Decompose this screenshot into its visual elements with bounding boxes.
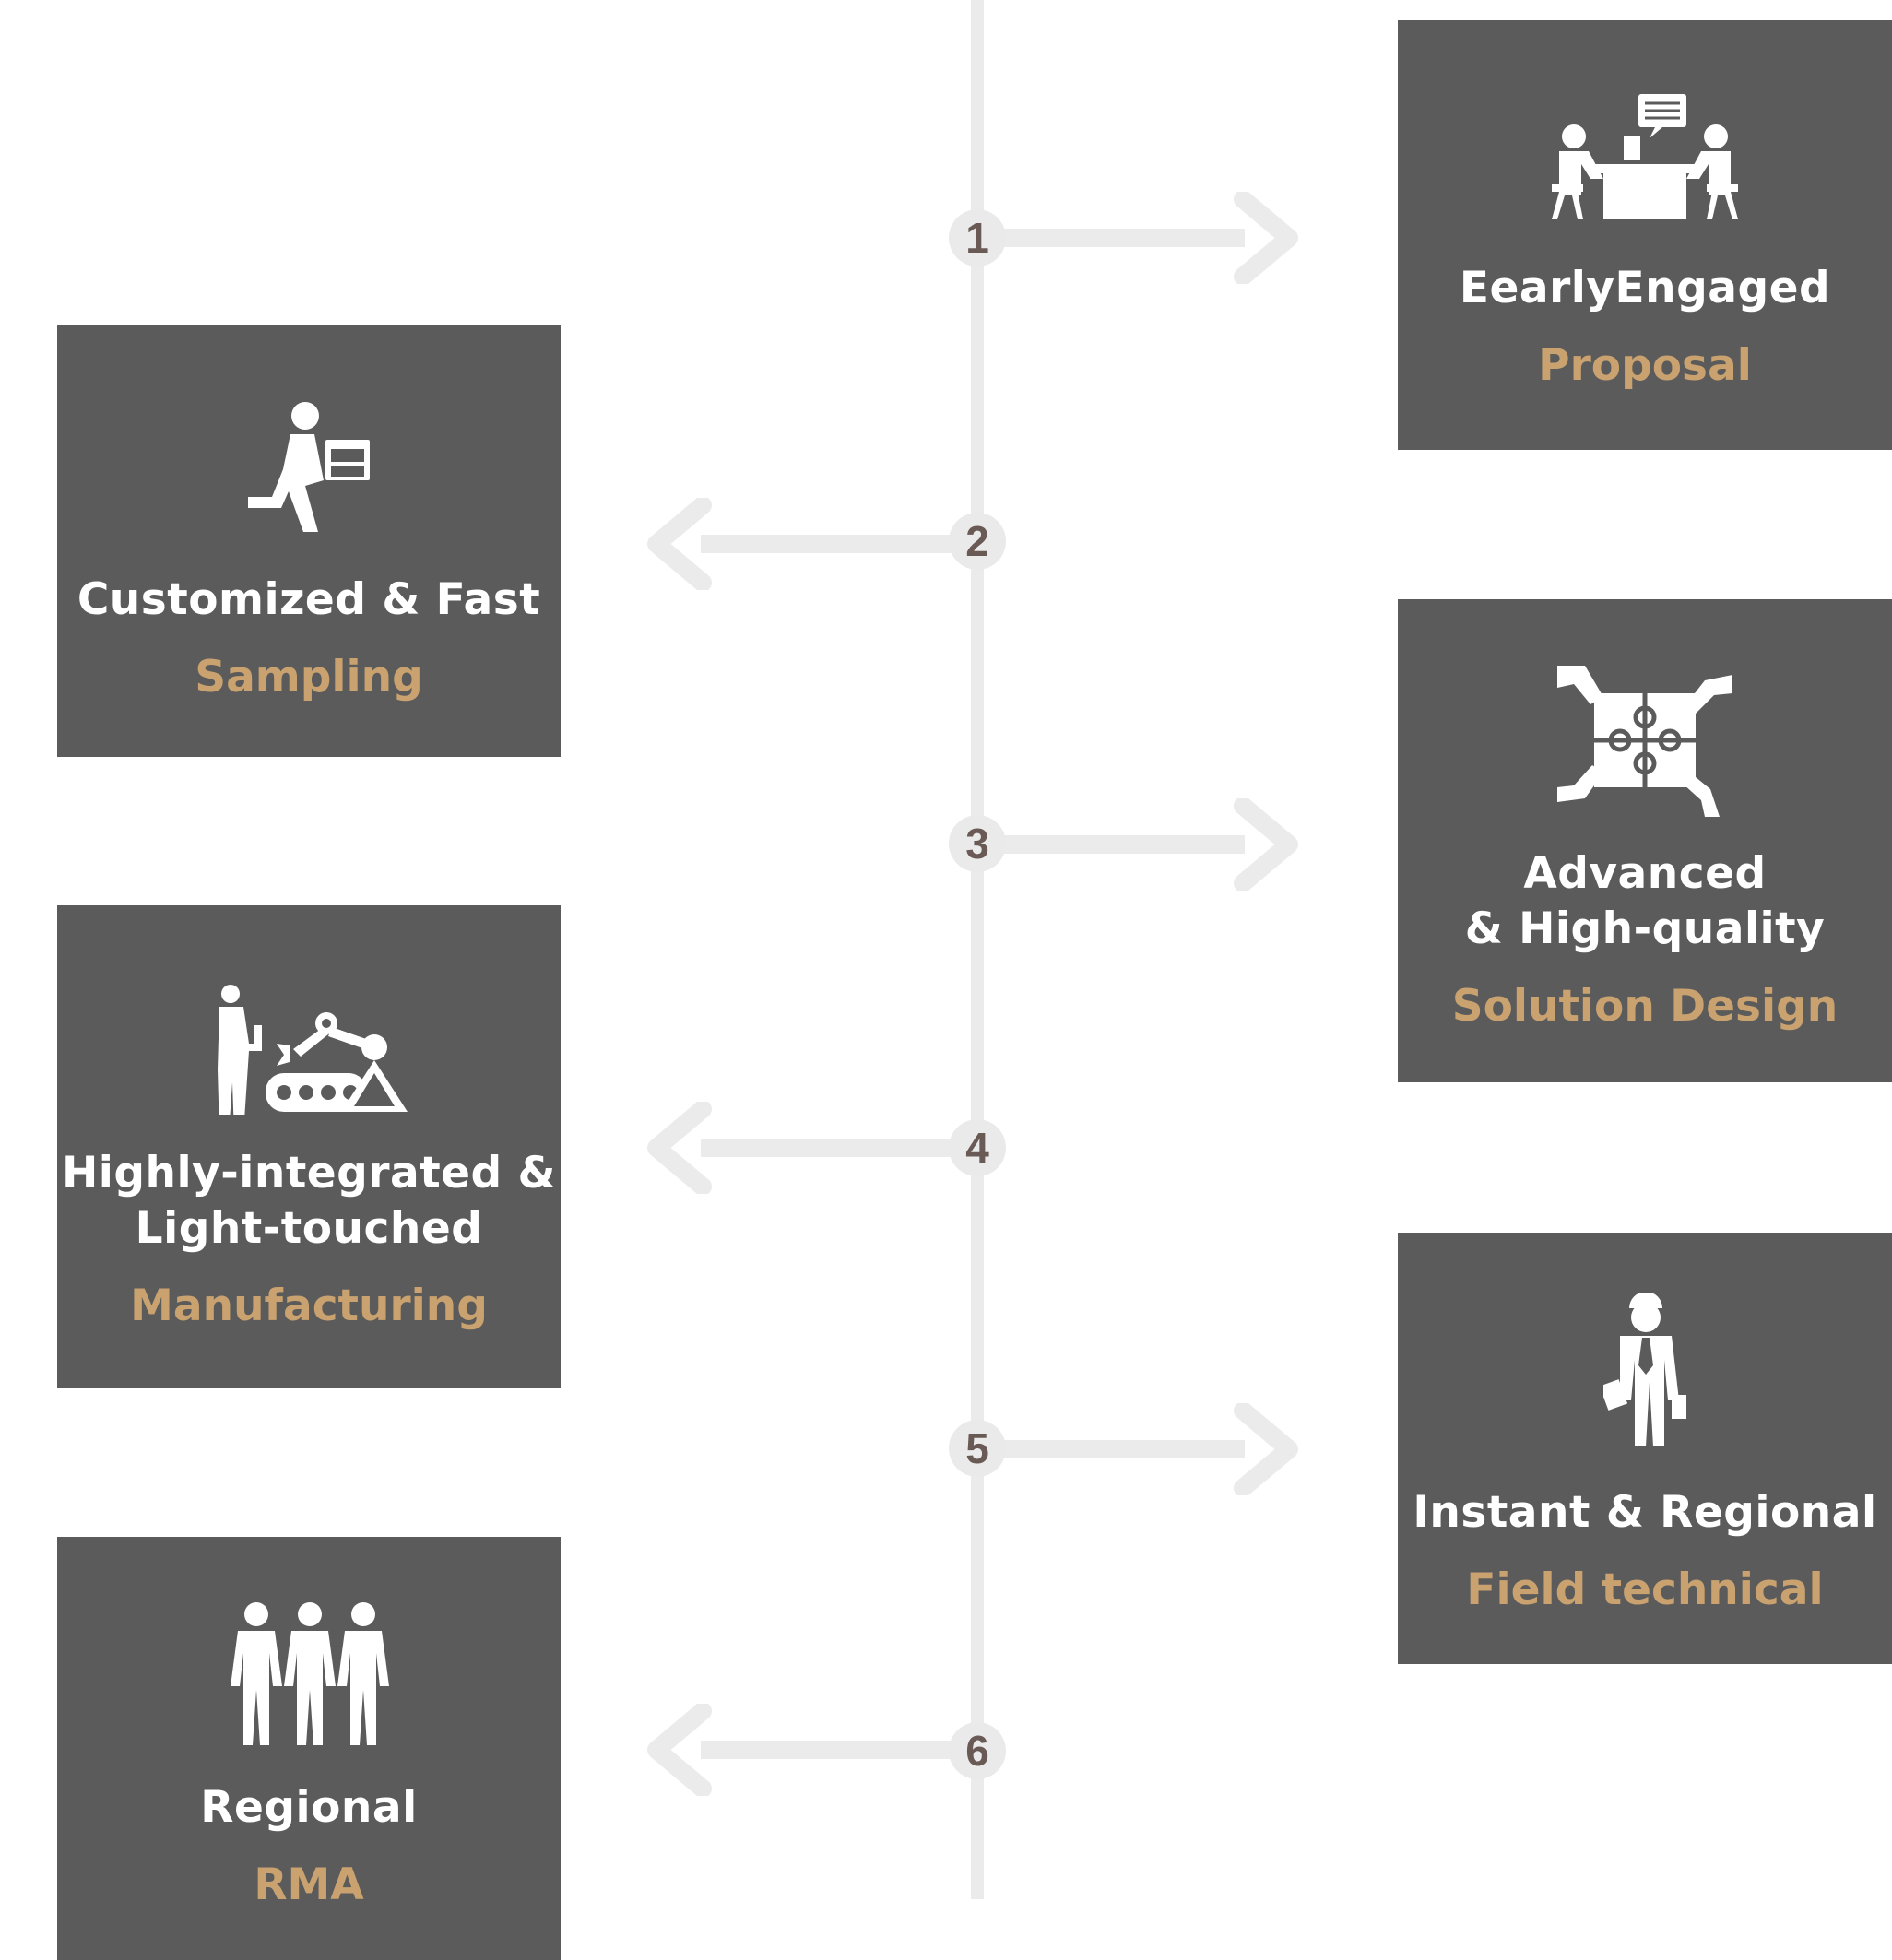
step-subtitle: Proposal — [1538, 340, 1752, 391]
step-number-1: 1 — [949, 209, 1006, 266]
step-subtitle: Field technical — [1466, 1564, 1824, 1615]
step-card-manufacturing: Highly-integrated & Light-touched Manufa… — [57, 905, 561, 1388]
step-number-5: 5 — [949, 1420, 1006, 1477]
timeline-spine — [971, 0, 984, 1899]
engineer-icon — [1603, 1293, 1686, 1450]
step-subtitle: RMA — [254, 1860, 364, 1910]
meeting-icon — [1539, 92, 1751, 226]
team-icon — [229, 1600, 390, 1747]
step-number-6: 6 — [949, 1722, 1006, 1779]
step-card-field-technical: Instant & Regional Field technical — [1398, 1233, 1892, 1664]
arrow-left-2 — [647, 498, 959, 590]
arrow-right-5 — [996, 1403, 1298, 1495]
step-title: Advanced & High-quality — [1464, 848, 1826, 954]
step-title: EearlyEngaged — [1459, 263, 1831, 313]
step-number-2: 2 — [949, 513, 1006, 570]
step-title: Highly-integrated & Light-touched — [61, 1148, 557, 1254]
arrow-left-6 — [647, 1704, 959, 1796]
step-title: Customized & Fast — [77, 574, 541, 625]
step-title: Instant & Regional — [1413, 1487, 1877, 1538]
puzzle-hands-icon — [1557, 662, 1732, 819]
step-card-solution-design: Advanced & High-quality Solution Design — [1398, 599, 1892, 1082]
delivery-person-icon — [244, 401, 373, 539]
step-number-3: 3 — [949, 815, 1006, 872]
step-card-sampling: Customized & Fast Sampling — [57, 325, 561, 757]
step-card-rma: Regional RMA — [57, 1537, 561, 1960]
arrow-left-4 — [647, 1102, 959, 1194]
arrow-right-1 — [996, 192, 1298, 284]
step-title: Regional — [200, 1782, 418, 1833]
step-subtitle: Manufacturing — [130, 1281, 488, 1331]
step-card-proposal: EearlyEngaged Proposal — [1398, 20, 1892, 450]
step-subtitle: Sampling — [195, 652, 423, 703]
factory-robot-icon — [210, 981, 408, 1115]
step-number-4: 4 — [949, 1119, 1006, 1176]
arrow-right-3 — [996, 798, 1298, 891]
step-subtitle: Solution Design — [1451, 981, 1839, 1032]
